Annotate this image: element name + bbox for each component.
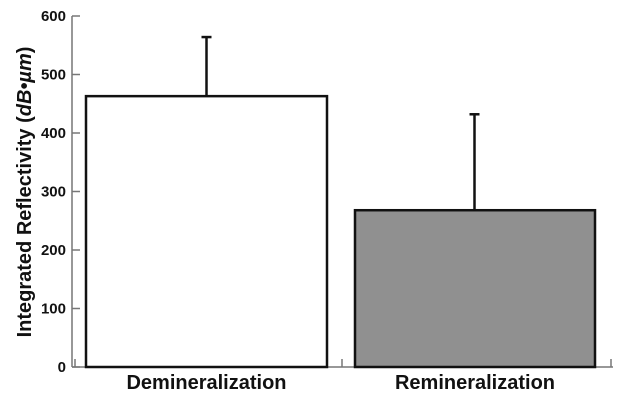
y-tick-label: 300 (41, 184, 66, 201)
error-bars (201, 35, 480, 211)
y-tick-label: 0 (58, 359, 66, 376)
bar-remineralization (353, 208, 597, 369)
category-label: Remineralization (395, 372, 555, 394)
y-axis-title: Integrated Reflectivity (dB•µm) (14, 47, 36, 338)
y-tick-label: 500 (41, 67, 66, 84)
y-tick-label: 200 (41, 242, 66, 259)
bar-demineralization (84, 94, 329, 369)
bars (84, 94, 597, 369)
category-labels: Demineralization Remineralization (126, 372, 555, 394)
y-tick-label: 600 (41, 8, 66, 25)
y-tick-label: 100 (41, 301, 66, 318)
y-axis: 0 100 200 300 400 500 600 (41, 8, 80, 376)
y-tick-label: 400 (41, 125, 66, 142)
category-label: Demineralization (126, 372, 286, 394)
